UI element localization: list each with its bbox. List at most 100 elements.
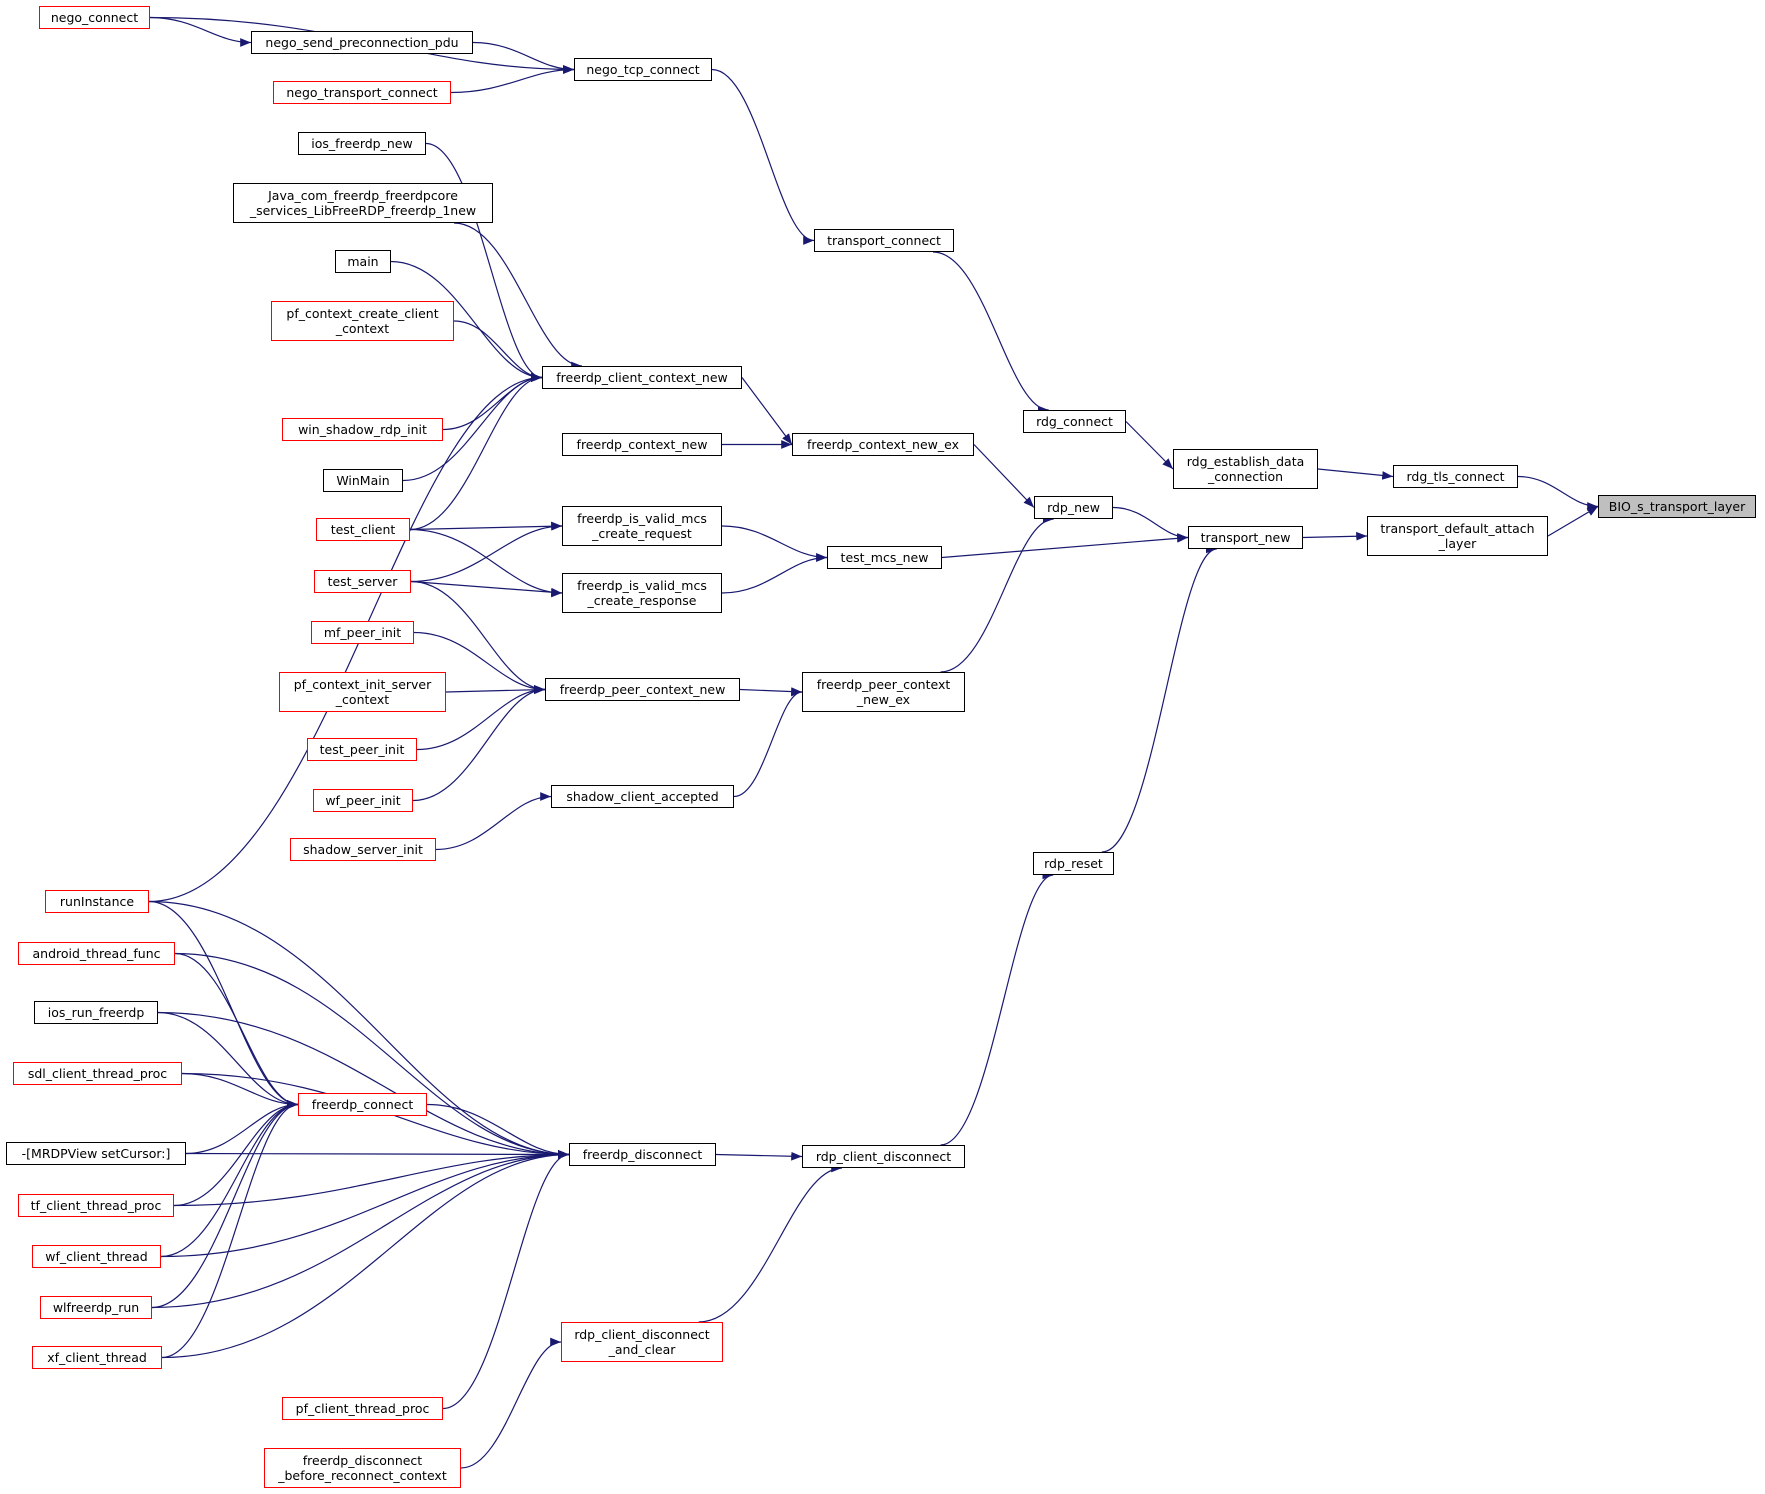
node-label: pf_context_init_server _context: [293, 677, 432, 707]
node-nego-connect[interactable]: nego_connect: [39, 6, 150, 29]
node-transport-new[interactable]: transport_new: [1188, 526, 1303, 549]
node-label: -[MRDPView setCursor:]: [21, 1146, 171, 1161]
node-wf-client-thread[interactable]: wf_client_thread: [32, 1245, 161, 1268]
edge-test-server-to-freerdp-is-valid-mcs-create-response: [410, 580, 563, 597]
node-freerdp-connect[interactable]: freerdp_connect: [298, 1093, 427, 1116]
node-freerdp-peer-context-new-ex[interactable]: freerdp_peer_context _new_ex: [802, 672, 965, 712]
edge-rdg-connect-to-rdg-establish-data-connection: [1125, 421, 1174, 470]
edge-win-shadow-rdp-init-to-freerdp-client-context-new: [442, 373, 543, 431]
edge-wf-peer-init-to-freerdp-peer-context-new: [412, 685, 546, 802]
node-label: freerdp_peer_context _new_ex: [816, 677, 951, 707]
edge-test-client-to-freerdp-is-valid-mcs-create-request: [409, 521, 563, 531]
node-freerdp-disconnect-before-reconnect-context[interactable]: freerdp_disconnect _before_reconnect_con…: [264, 1448, 461, 1488]
node-nego-send-preconnection-pdu[interactable]: nego_send_preconnection_pdu: [251, 31, 473, 54]
node-label: test_client: [330, 522, 396, 537]
edge-freerdp-disconnect-to-rdp-client-disconnect: [715, 1151, 803, 1161]
node-win-shadow-rdp-init[interactable]: win_shadow_rdp_init: [282, 418, 443, 441]
node-android-thread-func[interactable]: android_thread_func: [18, 942, 175, 965]
node-label: WinMain: [336, 473, 390, 488]
node-label: test_peer_init: [319, 742, 405, 757]
edge-ios-freerdp-new-to-freerdp-client-context-new: [425, 142, 543, 382]
node-rdp-reset[interactable]: rdp_reset: [1033, 852, 1114, 875]
node-freerdp-context-new-ex[interactable]: freerdp_context_new_ex: [792, 433, 974, 456]
node-label: freerdp_disconnect _before_reconnect_con…: [278, 1453, 447, 1483]
node-shadow-client-accepted[interactable]: shadow_client_accepted: [551, 785, 734, 808]
node-winmain[interactable]: WinMain: [323, 469, 403, 492]
node-rdp-client-disconnect-and-clear[interactable]: rdp_client_disconnect _and_clear: [561, 1322, 723, 1362]
node-nego-transport-connect[interactable]: nego_transport_connect: [273, 81, 451, 104]
edge-nego-transport-connect-to-nego-tcp-connect: [450, 65, 575, 94]
node-wf-peer-init[interactable]: wf_peer_init: [313, 789, 413, 812]
node-transport-default-attach-layer[interactable]: transport_default_attach _layer: [1367, 516, 1548, 556]
node-freerdp-is-valid-mcs-create-request[interactable]: freerdp_is_valid_mcs _create_request: [562, 506, 722, 546]
node-label: wf_client_thread: [45, 1249, 148, 1264]
node-freerdp-is-valid-mcs-create-response[interactable]: freerdp_is_valid_mcs _create_response: [562, 573, 722, 613]
edge-android-thread-func-to-freerdp-connect: [174, 952, 299, 1109]
node-nego-tcp-connect[interactable]: nego_tcp_connect: [574, 58, 712, 81]
node-runinstance[interactable]: runInstance: [45, 890, 149, 913]
edge-wf-client-thread-to-freerdp-disconnect: [160, 1150, 570, 1258]
node-mrdpview-setcursor[interactable]: -[MRDPView setCursor:]: [6, 1142, 186, 1165]
edge-main-to-freerdp-client-context-new: [390, 260, 543, 382]
node-label: nego_transport_connect: [286, 85, 438, 100]
node-label: transport_new: [1200, 530, 1291, 545]
node-freerdp-disconnect[interactable]: freerdp_disconnect: [569, 1143, 716, 1166]
node-label: test_mcs_new: [840, 550, 929, 565]
edge-mf-peer-init-to-freerdp-peer-context-new: [413, 631, 546, 694]
node-pf-context-create-client-context[interactable]: pf_context_create_client _context: [271, 301, 454, 341]
edge-transport-new-to-transport-default-attach-layer: [1302, 531, 1368, 541]
node-main[interactable]: main: [335, 250, 391, 273]
node-sdl-client-thread-proc[interactable]: sdl_client_thread_proc: [13, 1062, 182, 1085]
node-test-server[interactable]: test_server: [314, 570, 411, 593]
edge-rdp-reset-to-transport-new: [1101, 544, 1217, 853]
node-rdp-client-disconnect[interactable]: rdp_client_disconnect: [802, 1145, 965, 1168]
node-label: rdg_tls_connect: [1406, 469, 1505, 484]
node-rdg-establish-data-connection[interactable]: rdg_establish_data _connection: [1173, 449, 1318, 489]
edge-ios-run-freerdp-to-freerdp-connect: [157, 1011, 299, 1109]
node-freerdp-peer-context-new[interactable]: freerdp_peer_context_new: [545, 678, 740, 701]
node-label: nego_send_preconnection_pdu: [265, 35, 459, 50]
node-rdp-new[interactable]: rdp_new: [1034, 496, 1113, 519]
node-tf-client-thread-proc[interactable]: tf_client_thread_proc: [18, 1194, 174, 1217]
node-freerdp-context-new[interactable]: freerdp_context_new: [562, 433, 722, 456]
node-test-client[interactable]: test_client: [316, 518, 410, 541]
node-label: pf_client_thread_proc: [295, 1401, 430, 1416]
edge-freerdp-disconnect-before-reconnect-context-to-rdp-client-disconnect-and-clear: [460, 1337, 562, 1469]
node-label: transport_connect: [827, 233, 941, 248]
node-transport-connect[interactable]: transport_connect: [814, 229, 954, 252]
edge-freerdp-is-valid-mcs-create-response-to-test-mcs-new: [721, 553, 828, 594]
edge-nego-connect-to-nego-send-preconnection-pdu: [149, 16, 252, 47]
node-freerdp-client-context-new[interactable]: freerdp_client_context_new: [542, 366, 742, 389]
node-rdg-connect[interactable]: rdg_connect: [1023, 410, 1126, 433]
node-java-com-freerdp[interactable]: Java_com_freerdp_freerdpcore _services_L…: [233, 183, 493, 223]
node-label: rdp_new: [1047, 500, 1100, 515]
node-label: freerdp_context_new: [576, 437, 708, 452]
edge-rdp-new-to-transport-new: [1112, 506, 1189, 542]
edge-xf-client-thread-to-freerdp-connect: [161, 1100, 299, 1359]
edge-freerdp-context-new-ex-to-rdp-new: [973, 444, 1035, 508]
node-label: Java_com_freerdp_freerdpcore _services_L…: [249, 188, 477, 218]
node-ios-run-freerdp[interactable]: ios_run_freerdp: [34, 1001, 158, 1024]
node-label: BIO_s_transport_layer: [1608, 499, 1746, 514]
node-rdg-tls-connect[interactable]: rdg_tls_connect: [1393, 465, 1518, 488]
node-shadow-server-init[interactable]: shadow_server_init: [290, 838, 436, 861]
node-wlfreerdp-run[interactable]: wlfreerdp_run: [40, 1296, 152, 1319]
node-pf-client-thread-proc[interactable]: pf_client_thread_proc: [282, 1397, 443, 1420]
edge-test-client-to-freerdp-is-valid-mcs-create-response: [409, 528, 563, 598]
edge-wlfreerdp-run-to-freerdp-connect: [151, 1100, 299, 1309]
node-label: freerdp_connect: [311, 1097, 414, 1112]
edge-test-peer-init-to-freerdp-peer-context-new: [416, 685, 546, 751]
edge-xf-client-thread-to-freerdp-disconnect: [161, 1150, 570, 1359]
node-xf-client-thread[interactable]: xf_client_thread: [32, 1346, 162, 1369]
node-mf-peer-init[interactable]: mf_peer_init: [311, 621, 414, 644]
node-label: freerdp_is_valid_mcs _create_response: [577, 578, 707, 608]
node-test-mcs-new[interactable]: test_mcs_new: [827, 546, 942, 569]
node-label: win_shadow_rdp_init: [298, 422, 427, 437]
node-test-peer-init[interactable]: test_peer_init: [307, 738, 417, 761]
node-label: main: [347, 254, 379, 269]
edge-nego-send-preconnection-pdu-to-nego-tcp-connect: [472, 41, 575, 74]
node-label: rdg_establish_data _connection: [1186, 454, 1305, 484]
node-label: runInstance: [59, 894, 135, 909]
node-pf-context-init-server-context[interactable]: pf_context_init_server _context: [279, 672, 446, 712]
node-ios-freerdp-new[interactable]: ios_freerdp_new: [298, 132, 426, 155]
